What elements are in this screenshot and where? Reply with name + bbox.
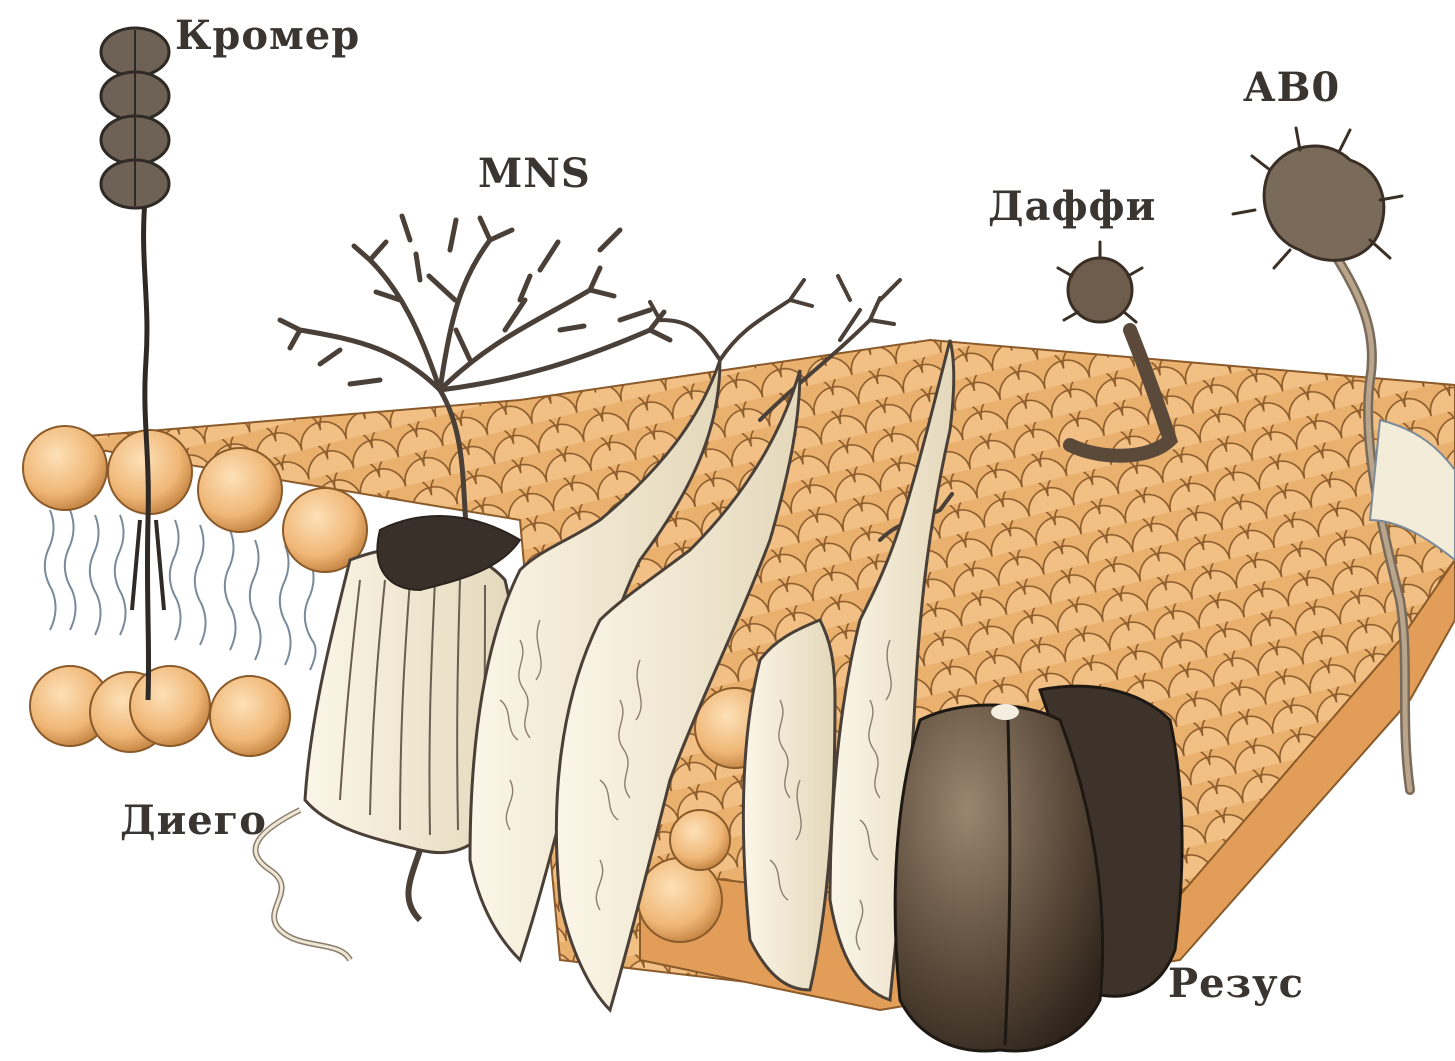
label-mns: MNS: [478, 150, 591, 197]
label-rhesus: Резус: [1168, 960, 1304, 1007]
label-kromer: Кромер: [175, 12, 360, 59]
rhesus-protein: [895, 686, 1182, 1051]
lipid-tails: [45, 510, 316, 670]
label-duffy: Даффи: [988, 183, 1156, 230]
label-abo: АВ0: [1243, 64, 1340, 111]
kromer-protein: [101, 28, 169, 700]
label-diego: Диего: [120, 797, 267, 844]
